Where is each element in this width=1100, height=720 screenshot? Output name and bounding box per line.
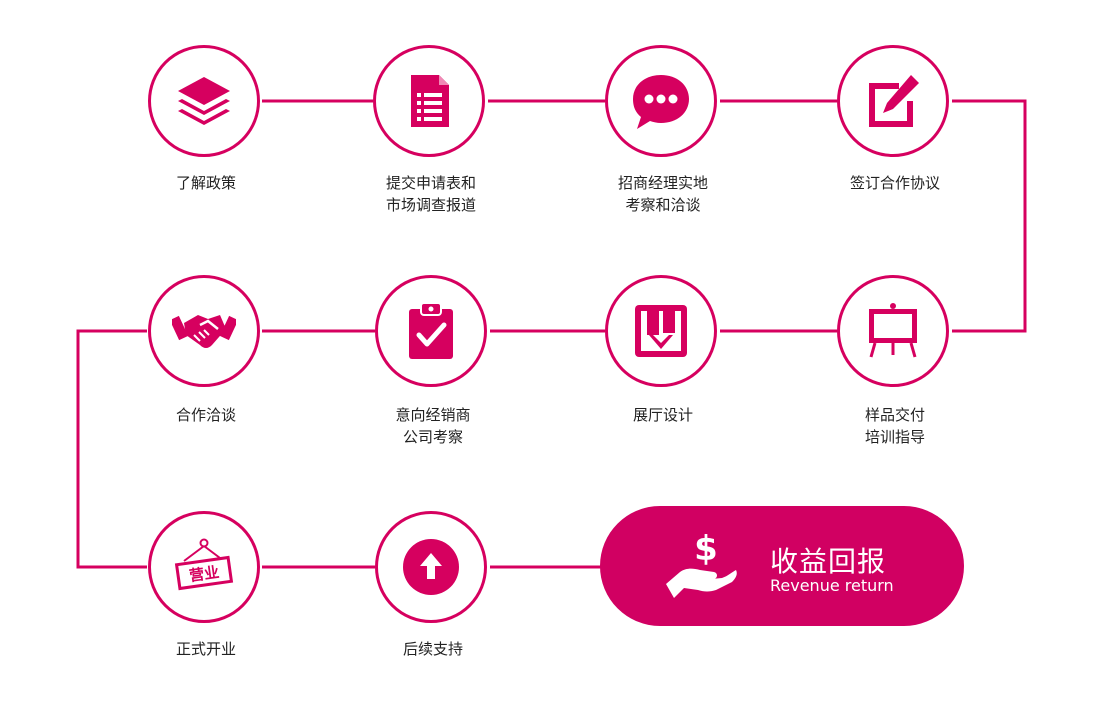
step-node-1 <box>148 45 260 157</box>
layers-icon <box>178 77 230 125</box>
step-label-10: 后续支持 <box>402 640 463 658</box>
edit-pencil-icon <box>869 75 919 127</box>
step-node-5 <box>837 275 949 387</box>
step-label-8: 合作洽谈 <box>175 406 236 424</box>
step-node-10 <box>375 511 487 623</box>
handshake-icon <box>172 315 236 348</box>
step-node-7 <box>375 275 487 387</box>
presentation-board-icon <box>869 303 917 358</box>
svg-text:$: $ <box>694 529 718 569</box>
step-label-1: 了解政策 <box>175 174 236 192</box>
clipboard-check-icon <box>409 302 453 359</box>
chat-bubble-icon <box>633 75 689 129</box>
step-node-9: 营业 <box>148 511 260 623</box>
document-list-icon <box>411 75 449 127</box>
step-node-3 <box>605 45 717 157</box>
step-label-6: 展厅设计 <box>632 406 693 424</box>
connector-4-5 <box>952 99 1027 333</box>
sign-text: 营业 <box>188 563 220 585</box>
step-label-7: 意向经销商 公司考察 <box>395 406 471 446</box>
step-node-8 <box>148 275 260 387</box>
step-label-2: 提交申请表和 市场调查报道 <box>385 174 476 214</box>
step-node-4 <box>837 45 949 157</box>
connector-8-9 <box>76 329 147 569</box>
step-label-5: 样品交付 培训指导 <box>864 406 925 446</box>
final-subtitle: Revenue return <box>770 576 894 595</box>
step-node-6 <box>605 275 717 387</box>
step-label-3: 招商经理实地 考察和洽谈 <box>617 174 708 214</box>
open-sign-icon: 营业 <box>174 538 234 591</box>
step-label-4: 签订合作协议 <box>849 174 940 192</box>
download-book-icon <box>635 305 687 357</box>
step-node-2 <box>373 45 485 157</box>
money-hand-icon: $ <box>666 529 737 598</box>
final-title: 收益回报 <box>770 545 887 578</box>
up-arrow-circle-icon <box>403 539 459 595</box>
revenue-return-banner: $ 收益回报 Revenue return <box>600 506 964 626</box>
step-label-9: 正式开业 <box>175 640 236 658</box>
